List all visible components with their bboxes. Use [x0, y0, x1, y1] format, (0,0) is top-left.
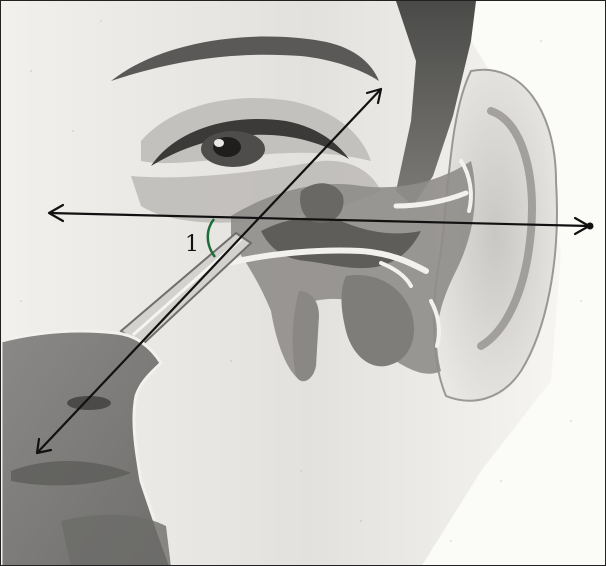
eye-highlight: [214, 139, 224, 147]
dot-endpoint-icon: [587, 223, 594, 230]
angle-label: 1: [185, 232, 199, 257]
chin-shadow: [61, 515, 171, 566]
descending-process: [293, 291, 319, 381]
